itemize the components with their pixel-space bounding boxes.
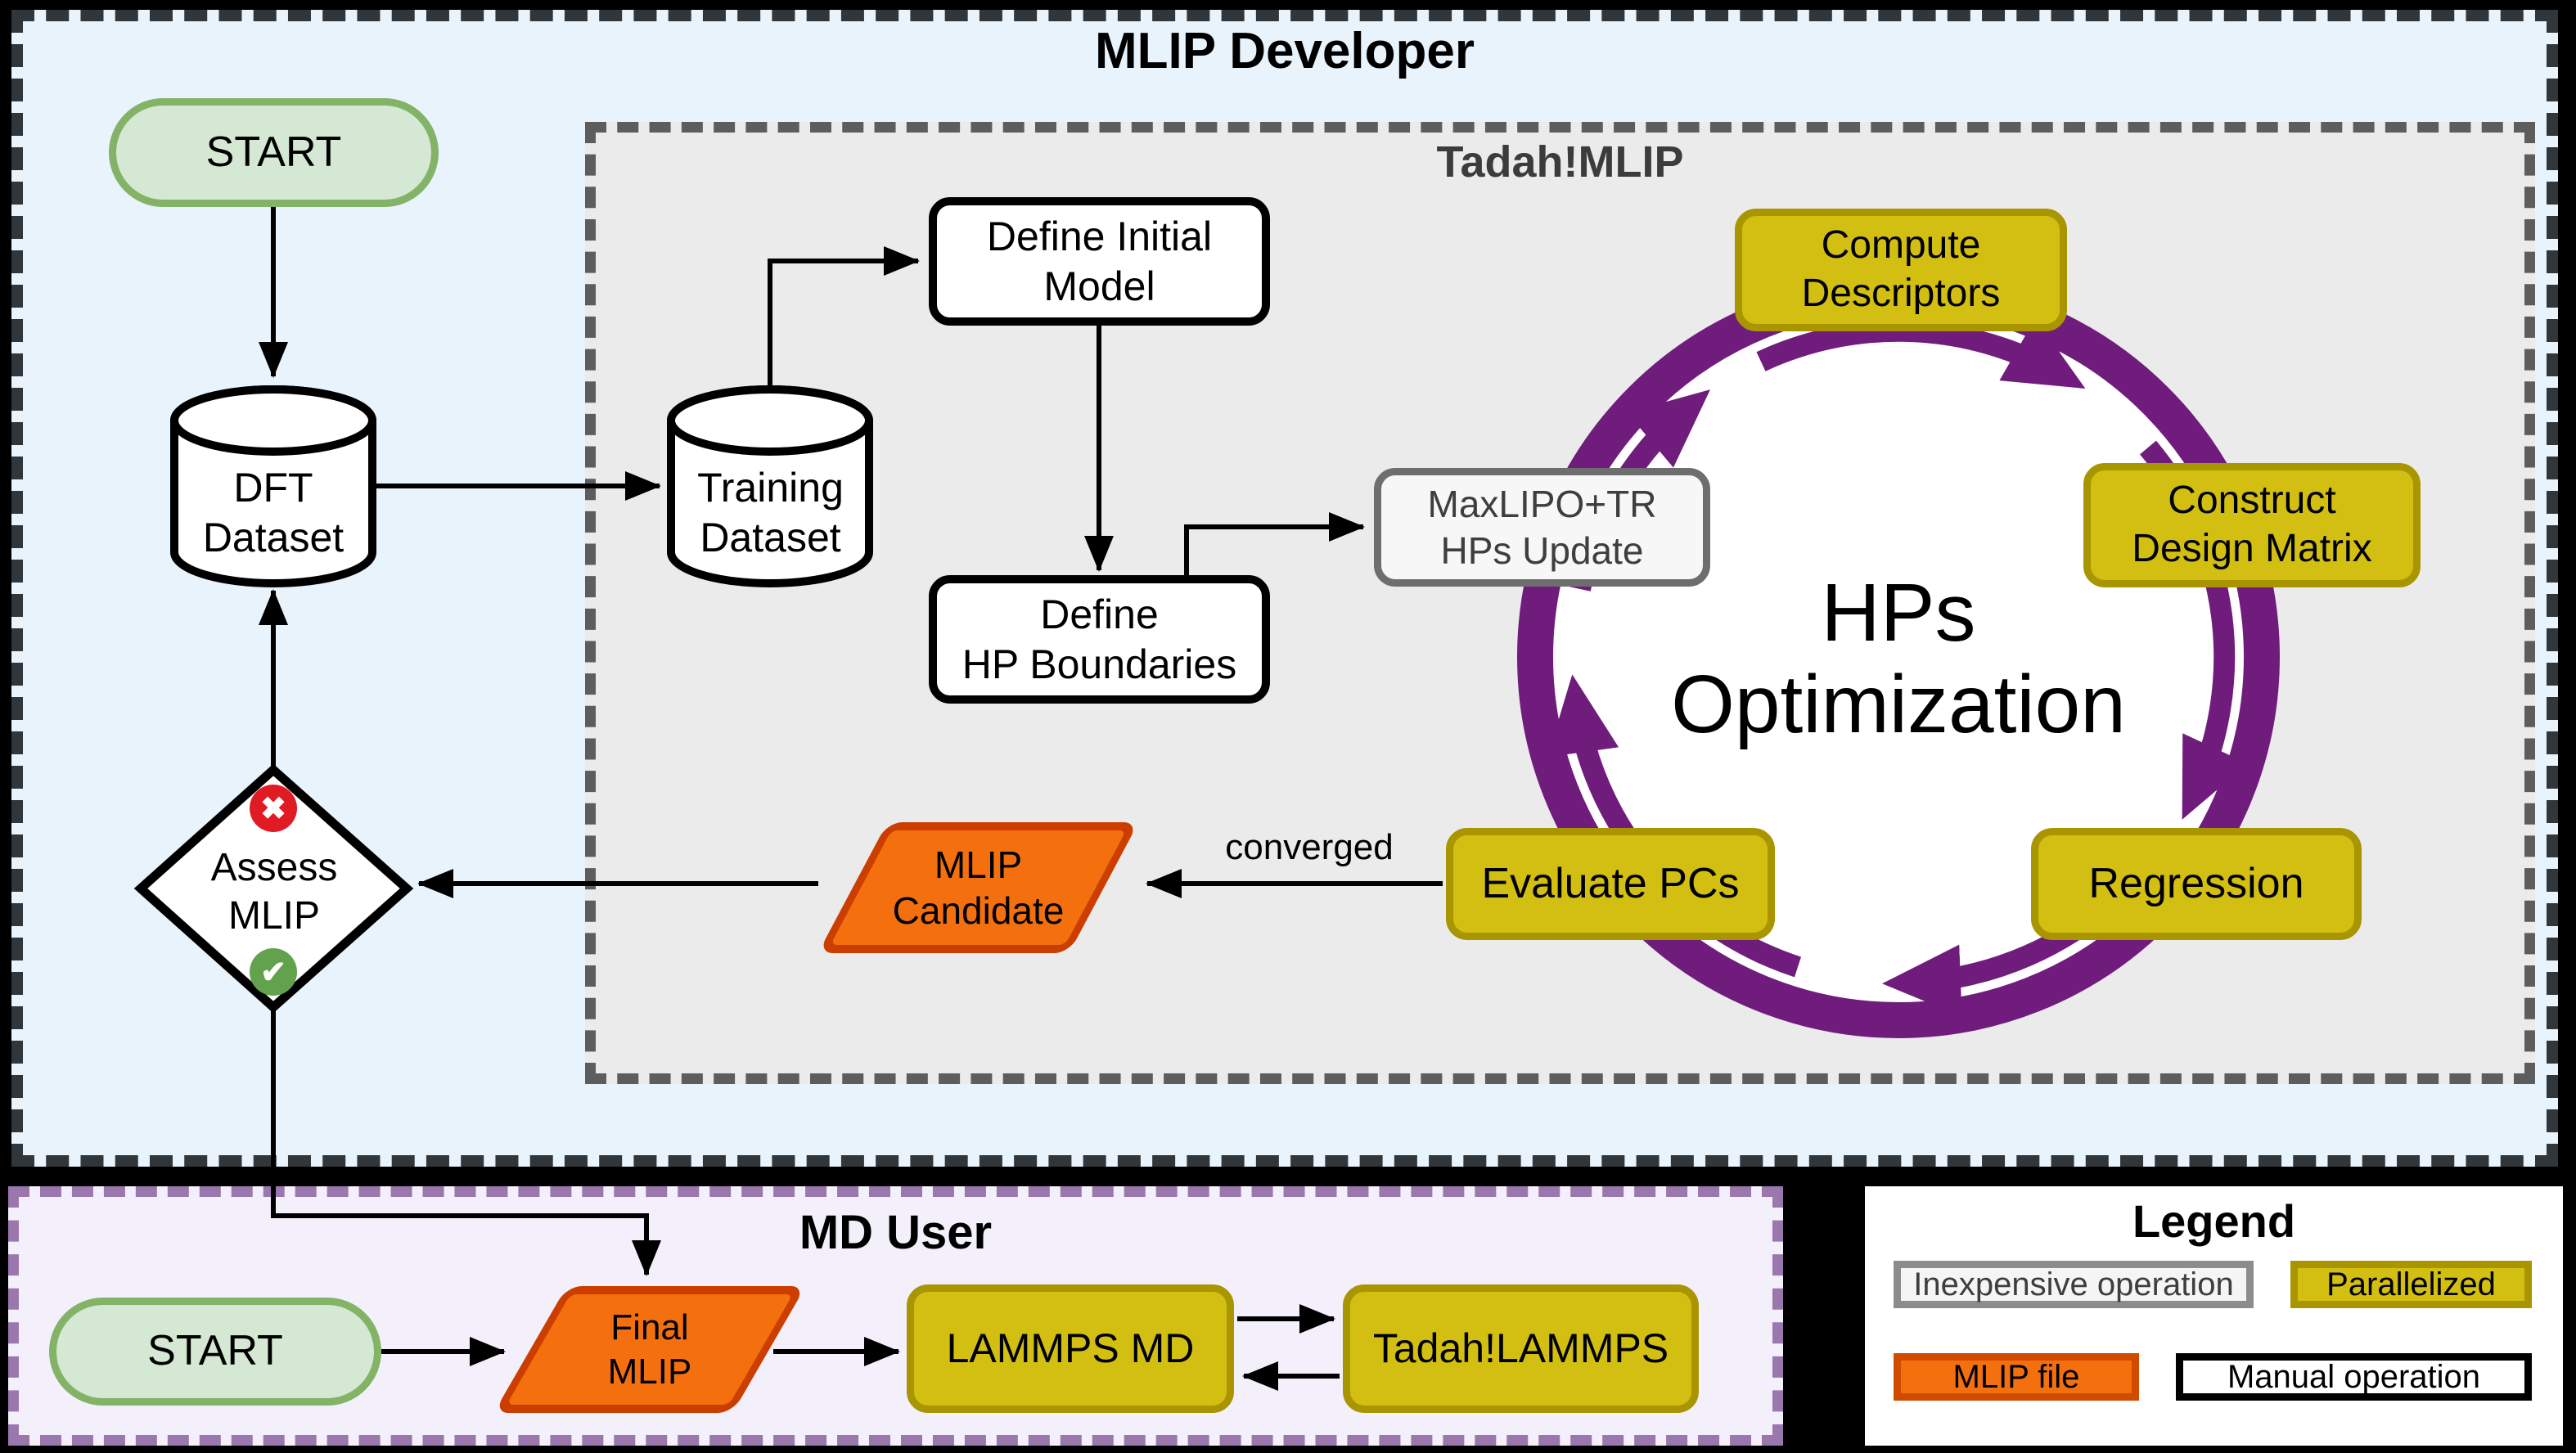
final-mlip-label: Final MLIP (607, 1307, 692, 1392)
tadah-mlip-title: Tadah!MLIP (1436, 137, 1684, 187)
assess-mlip-label: Assess MLIP (210, 846, 338, 938)
define-initial-model-node: Define Initial Model (929, 197, 1270, 326)
dft-dataset-cylinder (170, 385, 376, 587)
start-node-developer: START (109, 98, 439, 207)
arrow-assess-pass-to-final-mlip (271, 1007, 661, 1276)
construct-design-matrix-node: Construct Design Matrix (2083, 463, 2421, 587)
compute-descriptors-node: Compute Descriptors (1735, 209, 2067, 331)
lammps-md-node: LAMMPS MD (907, 1284, 1234, 1413)
ring-arrow-top (1756, 317, 2086, 389)
legend-item-mlip-file: MLIP file (1894, 1353, 2139, 1401)
converged-label: converged (1225, 827, 1394, 868)
legend-item-manual-operation: Manual operation (2176, 1353, 2532, 1401)
mlip-developer-title: MLIP Developer (1094, 23, 1475, 80)
training-dataset-cylinder (667, 385, 873, 587)
approve-icon: ✔ (250, 948, 297, 996)
tadah-lammps-node: Tadah!LAMMPS (1343, 1284, 1699, 1413)
define-hp-boundaries-node: Define HP Boundaries (929, 575, 1270, 704)
arrow-training-to-define-initial (768, 246, 920, 386)
hps-optimization-label: HPs Optimization (1671, 567, 2126, 750)
reject-icon: ✖ (250, 785, 297, 832)
md-user-title: MD User (799, 1205, 993, 1259)
mlip-candidate-label: MLIP Candidate (892, 843, 1065, 932)
legend-title: Legend (2132, 1194, 2296, 1247)
legend-item-inexpensive-operation: Inexpensive operation (1894, 1261, 2254, 1308)
dft-dataset-label: DFT Dataset (202, 465, 345, 560)
training-dataset-label: Training Dataset (697, 465, 844, 560)
legend-item-parallelized: Parallelized (2290, 1261, 2532, 1308)
regression-node: Regression (2031, 828, 2362, 940)
start-node-md-user: START (49, 1298, 381, 1406)
region-legend (1865, 1186, 2563, 1446)
assess-mlip-diamond (133, 763, 414, 1014)
arrow-hp-boundaries-to-maxlipo (1184, 512, 1365, 575)
maxlipo-hps-update-node: MaxLIPO+TR HPs Update (1374, 468, 1710, 587)
evaluate-pcs-node: Evaluate PCs (1446, 828, 1775, 940)
